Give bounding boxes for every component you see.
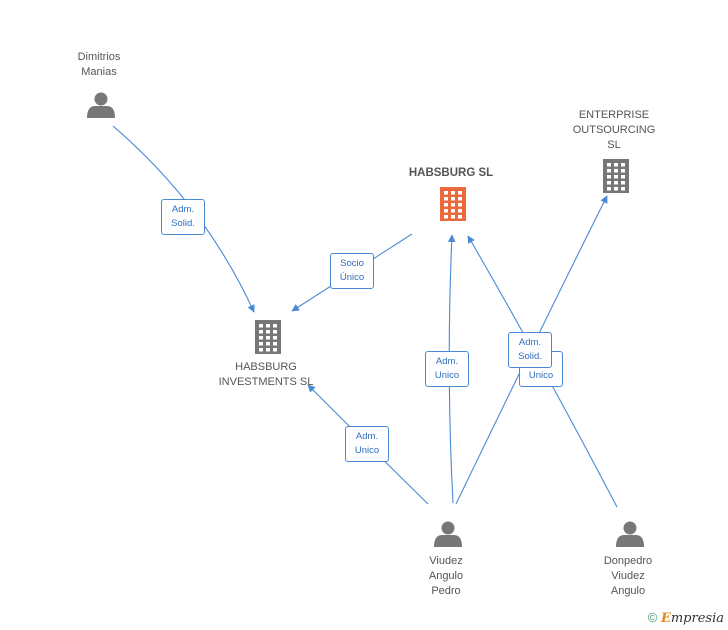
edge-label-line: Unico	[528, 370, 554, 381]
node-label-line: INVESTMENTS SL	[218, 376, 314, 388]
node-label-line: Dimitrios	[77, 51, 121, 63]
edge-label-line: Socio	[340, 258, 364, 269]
node-label-line: Manias	[81, 66, 117, 78]
node-label-line: ENTERPRISE	[578, 109, 650, 121]
edge-label-line: Adm.	[435, 356, 459, 367]
edge-label-line: Adm.	[355, 431, 379, 442]
node-label-line: Angulo	[610, 585, 646, 597]
edge-label-dimitrios-to-habsburg_inv[interactable]: Adm. Solid.	[161, 199, 205, 235]
edge-label-line: Solid.	[518, 351, 542, 362]
node-label-line: Pedro	[431, 585, 461, 597]
edge-label-viudez-to-habsburg_inv[interactable]: Adm. Unico	[345, 426, 389, 462]
person-icon[interactable]	[616, 521, 644, 548]
node-label-line: OUTSOURCING	[572, 124, 656, 136]
building-icon[interactable]	[440, 187, 466, 221]
node-label-line: HABSBURG SL	[408, 167, 494, 179]
building-icon[interactable]	[603, 159, 629, 193]
node-label-enterprise[interactable]: ENTERPRISE OUTSOURCING SL	[559, 108, 669, 153]
node-label-line: HABSBURG	[235, 361, 297, 373]
edge-label-line: Solid.	[171, 218, 195, 229]
empresia-logo: Empresia	[660, 611, 724, 626]
person-icon[interactable]	[434, 521, 462, 548]
footer-brand[interactable]: © Empresia	[648, 610, 724, 626]
node-label-habsburg_sl[interactable]: HABSBURG SL	[396, 166, 506, 181]
building-icon[interactable]	[255, 320, 281, 354]
edge-label-line: Único	[339, 272, 365, 283]
edge-label-line: Adm.	[518, 337, 542, 348]
node-label-line: SL	[607, 139, 621, 151]
edge-label-line: Adm.	[171, 204, 195, 215]
edge-label-donpedro-to-habsburg_sl[interactable]: Adm. Solid.	[508, 332, 552, 368]
node-label-line: Viudez	[429, 555, 463, 567]
node-label-habsburg_inv[interactable]: HABSBURG INVESTMENTS SL	[206, 360, 326, 390]
node-label-line: Viudez	[611, 570, 645, 582]
edge-label-viudez-to-habsburg_sl[interactable]: Adm. Unico	[425, 351, 469, 387]
person-icon[interactable]	[87, 92, 115, 119]
edge-label-line: Unico	[354, 445, 380, 456]
copyright-symbol: ©	[647, 610, 658, 625]
edge-label-line: Unico	[434, 370, 460, 381]
node-label-line: Donpedro	[603, 555, 653, 567]
node-label-line: Angulo	[428, 570, 464, 582]
